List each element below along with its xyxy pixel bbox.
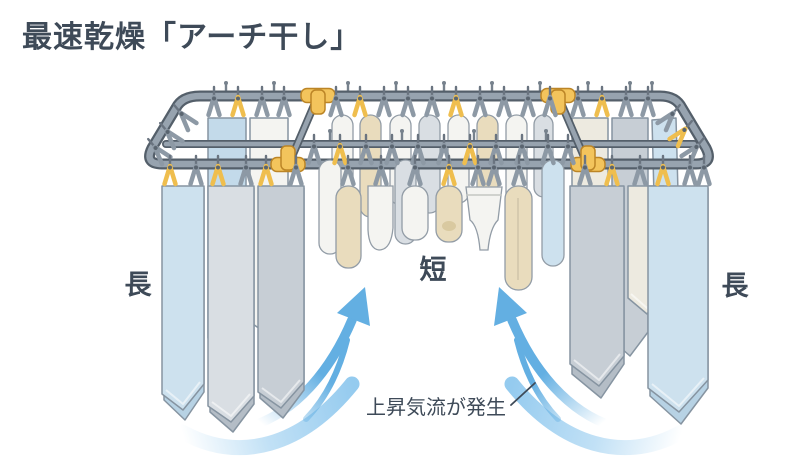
caption-pointer-line — [510, 382, 536, 406]
rack-cross-bars — [270, 87, 606, 173]
label-long-right: 長 — [722, 271, 750, 302]
label-short-center: 短 — [420, 255, 447, 286]
updraft-arrow-right — [494, 287, 617, 431]
updraft-caption: 上昇気流が発生 — [366, 395, 506, 419]
label-long-left: 長 — [125, 270, 153, 301]
air-swoosh-left — [174, 376, 360, 456]
drying-rack-frame — [144, 90, 714, 170]
air-swoosh-right — [504, 376, 690, 456]
updraft-airflow — [174, 287, 690, 456]
page-title: 最速乾燥「アーチ干し」 — [22, 20, 361, 55]
laundry-front-row — [161, 185, 709, 433]
updraft-arrow-left — [247, 287, 370, 431]
